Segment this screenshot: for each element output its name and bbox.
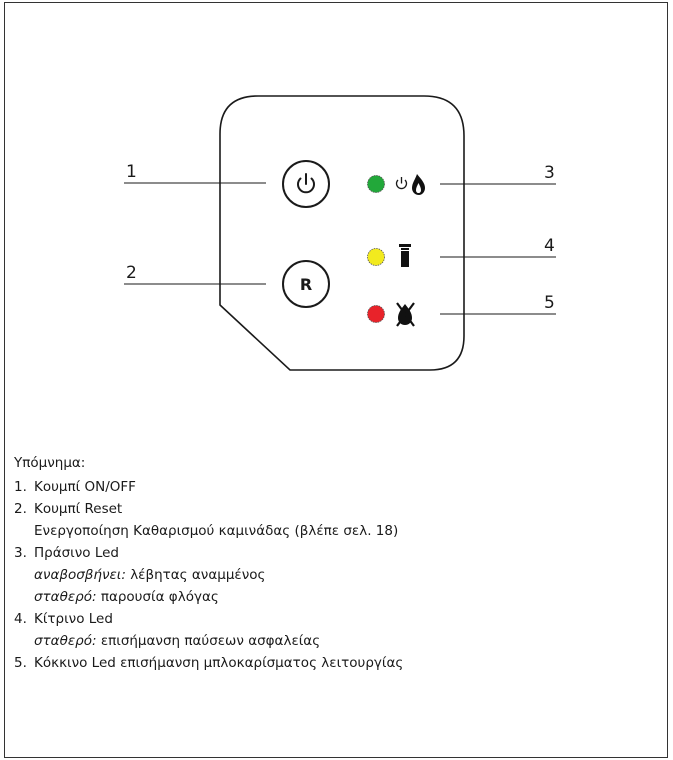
power-icon xyxy=(297,173,315,194)
legend-item-detail: Ενεργοποίηση Καθαρισμού καμινάδας (βλέπε… xyxy=(34,523,399,539)
page-frame xyxy=(4,2,668,758)
legend-item-3: 3. Πράσινο Led αναβοσβήνει: λέβητας αναμ… xyxy=(14,542,654,608)
legend-item-detail: σταθερό: επισήμανση παύσεων ασφαλείας xyxy=(34,630,654,652)
green-led xyxy=(367,175,385,193)
legend-item-number: 3. xyxy=(14,545,27,561)
power-flame-icon xyxy=(395,174,425,195)
reset-button-label: R xyxy=(300,275,312,294)
legend-list: 1. Κουμπί ON/OFF 2. Κουμπί Reset Ενεργοπ… xyxy=(14,476,654,674)
control-panel-outline xyxy=(219,95,465,371)
legend-item-state-label: σταθερό: xyxy=(34,633,97,649)
legend-item-number: 1. xyxy=(14,479,27,495)
callout-number-4: 4 xyxy=(544,236,555,256)
power-button[interactable] xyxy=(282,160,330,208)
legend-item-state-label: αναβοσβήνει: xyxy=(34,567,126,583)
legend-item-5: 5. Κόκκινο Led επισήμανση μπλοκαρίσματος… xyxy=(14,652,654,674)
legend-item-number: 2. xyxy=(14,501,27,517)
chimney-icon xyxy=(399,244,411,267)
callout-number-5: 5 xyxy=(544,293,555,313)
legend-item-number: 4. xyxy=(14,611,27,627)
legend-item-text: Κουμπί Reset xyxy=(34,501,123,517)
legend-item-2: 2. Κουμπί Reset Ενεργοποίηση Καθαρισμού … xyxy=(14,498,654,542)
legend-item-text: Πράσινο Led xyxy=(34,545,119,561)
legend-title: Υπόμνημα: xyxy=(14,455,86,471)
legend-item-state-text: λέβητας αναμμένος xyxy=(125,567,266,583)
legend-item-state-text: παρουσία φλόγας xyxy=(96,589,219,605)
flame-blocked-icon xyxy=(396,302,415,327)
legend-item-text: Κίτρινο Led xyxy=(34,611,113,627)
legend-item-text: Κουμπί ON/OFF xyxy=(34,479,136,495)
legend-item-detail: αναβοσβήνει: λέβητας αναμμένος xyxy=(34,564,654,586)
legend-item-state-text: επισήμανση παύσεων ασφαλείας xyxy=(96,633,321,649)
reset-button[interactable]: R xyxy=(282,260,330,308)
callout-number-1: 1 xyxy=(126,162,137,182)
callout-number-3: 3 xyxy=(544,163,555,183)
legend-item-number: 5. xyxy=(14,655,27,671)
legend-item-4: 4. Κίτρινο Led σταθερό: επισήμανση παύσε… xyxy=(14,608,654,652)
legend-item-detail: σταθερό: παρουσία φλόγας xyxy=(34,586,654,608)
legend: Υπόμνημα: 1. Κουμπί ON/OFF 2. Κουμπί Res… xyxy=(14,452,654,674)
callout-number-2: 2 xyxy=(126,263,137,283)
red-led xyxy=(367,305,385,323)
legend-item-state-label: σταθερό: xyxy=(34,589,97,605)
legend-item-text: Κόκκινο Led επισήμανση μπλοκαρίσματος λε… xyxy=(34,655,404,671)
yellow-led xyxy=(367,248,385,266)
control-panel-diagram: 1 2 3 4 5 R xyxy=(124,95,556,371)
legend-item-1: 1. Κουμπί ON/OFF xyxy=(14,476,654,498)
